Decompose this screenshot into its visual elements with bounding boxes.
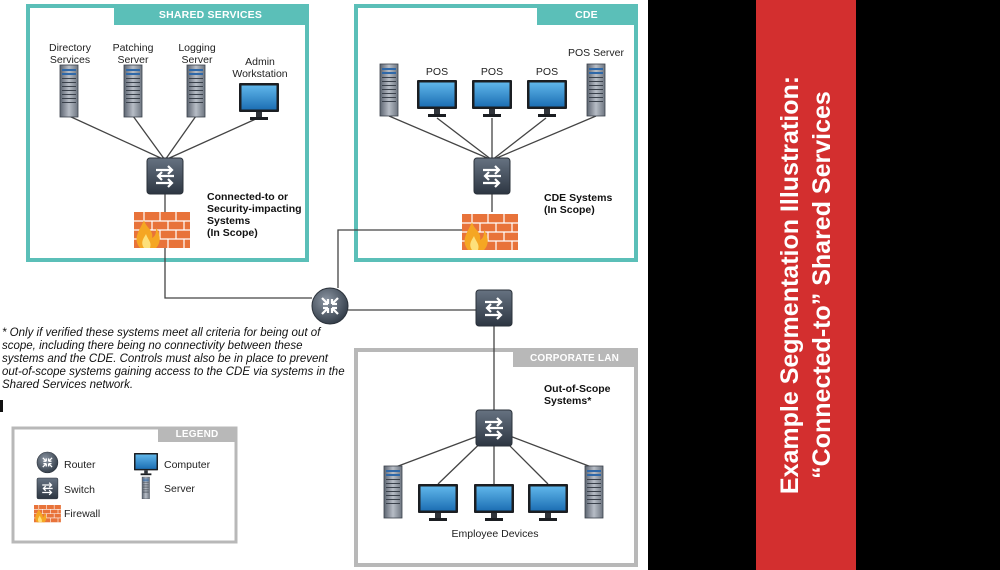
pos-terminal-icon	[417, 80, 457, 117]
legend-router-icon	[36, 451, 59, 474]
legend-switch-label: Switch	[64, 484, 95, 496]
corporate-lan-zone	[354, 348, 638, 567]
employee-devices-label: Employee Devices	[451, 528, 539, 540]
legend-router-label: Router	[64, 459, 96, 471]
legend-computer-label: Computer	[164, 459, 211, 471]
employee-computer-icon	[474, 484, 514, 521]
legend-firewall-label: Firewall	[64, 508, 101, 520]
cde-scope-caption: CDE Systems (In Scope)	[544, 192, 613, 216]
legend-title: LEGEND	[175, 429, 219, 440]
vertical-title-line1: Example Segmentation Illustration:	[776, 75, 804, 495]
legend-computer-icon	[134, 453, 158, 476]
directory-services-server-icon	[59, 64, 79, 118]
cde-header	[537, 6, 636, 25]
cde-zone	[354, 4, 638, 262]
pos-server-label: POS Server	[567, 47, 625, 59]
cde-firewall-icon	[461, 213, 519, 251]
directory-services-label: Directory Services	[48, 42, 91, 66]
pos-label: POS	[535, 66, 559, 78]
legend-firewall-icon	[33, 504, 62, 523]
legend-box	[11, 426, 238, 544]
diagram-svg	[0, 4, 638, 567]
pos-terminal-icon	[472, 80, 512, 117]
cde-switch-icon	[472, 156, 512, 196]
title-bar	[756, 0, 856, 570]
patching-server-label: Patching Server	[112, 42, 154, 66]
employee-computer-icon	[528, 484, 568, 521]
pos-terminal-icon	[527, 80, 567, 117]
pos-label: POS	[480, 66, 504, 78]
patching-server-icon	[123, 64, 143, 118]
shared-switch-icon	[145, 156, 185, 196]
core-router-icon	[310, 286, 350, 326]
corporate-lan-header	[513, 350, 636, 367]
corporate-switch-icon	[474, 408, 514, 448]
shared-scope-caption: Connected-to or Security-impacting Syste…	[207, 191, 302, 239]
logging-server-label: Logging Server	[178, 42, 216, 66]
legend-server-label: Server	[164, 483, 195, 495]
employee-server-icon	[584, 465, 604, 519]
legend-header	[158, 428, 236, 442]
pos-label: POS	[425, 66, 449, 78]
corporate-lan-title: CORPORATE LAN	[529, 353, 620, 364]
corporate-scope-caption: Out-of-Scope Systems*	[544, 383, 611, 407]
core-switch-icon	[474, 288, 514, 328]
shared-services-header	[114, 6, 307, 25]
employee-server-icon	[383, 465, 403, 519]
cde-server-icon	[379, 63, 399, 117]
shared-services-title: SHARED SERVICES	[158, 9, 263, 21]
admin-workstation-label: Admin Workstation	[232, 56, 288, 80]
admin-workstation-icon	[239, 83, 279, 120]
employee-computer-icon	[418, 484, 458, 521]
pos-server-icon	[586, 63, 606, 117]
logging-server-icon	[186, 64, 206, 118]
vertical-title-line2: “Connected-to” Shared Services	[808, 91, 836, 479]
cde-title: CDE	[575, 9, 598, 21]
footnote-text: * Only if verified these systems meet al…	[2, 327, 345, 391]
legend-switch-icon	[36, 477, 59, 500]
legend-server-icon	[141, 476, 150, 500]
shared-firewall-icon	[133, 211, 191, 249]
vertical-title: Example Segmentation Illustration: “Conn…	[774, 76, 838, 494]
